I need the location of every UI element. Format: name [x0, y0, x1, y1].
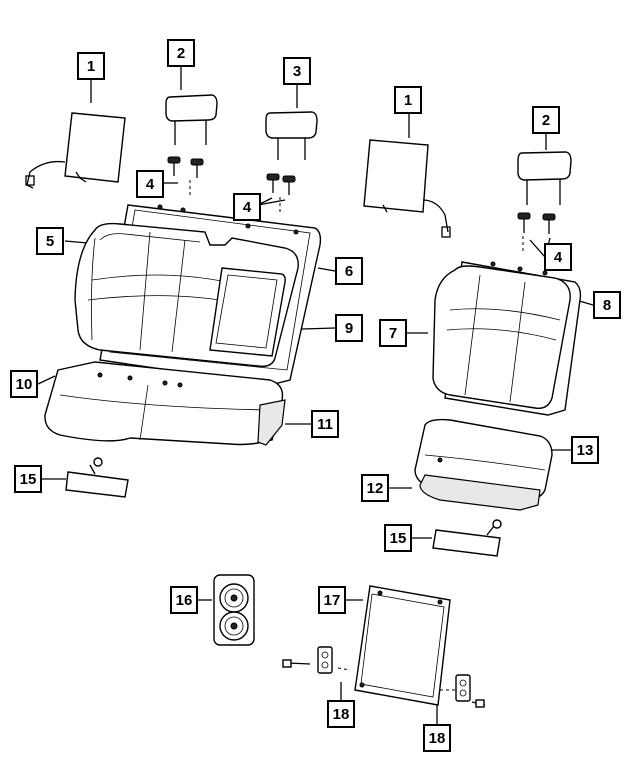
- callout-4-center: 4: [233, 193, 261, 221]
- callout-1-left: 1: [77, 52, 105, 80]
- callout-4-right: 4: [544, 243, 572, 271]
- part-10-11-seat-cushion-rear: [44, 361, 286, 446]
- callout-2-left: 2: [167, 39, 195, 67]
- callout-16: 16: [170, 586, 198, 614]
- callout-6: 6: [335, 257, 363, 285]
- part-2-headrest-right: [517, 151, 572, 205]
- part-12-13-seat-cushion-40: [414, 418, 553, 511]
- callout-13: 13: [571, 436, 599, 464]
- part-4-guide-sleeves-right: [517, 212, 556, 252]
- callout-2-right: 2: [532, 106, 560, 134]
- callout-12: 12: [361, 474, 389, 502]
- part-17-armrest-panel: [354, 585, 451, 706]
- part-7-seatback-cushion-40: [432, 265, 571, 409]
- callout-11: 11: [311, 410, 339, 438]
- part-15-heater-left: [65, 457, 129, 498]
- part-1-back-panel-right: [363, 139, 451, 238]
- callout-3: 3: [283, 57, 311, 85]
- callout-1-right: 1: [394, 86, 422, 114]
- callout-18-left: 18: [327, 700, 355, 728]
- part-3-headrest-center: [265, 111, 318, 160]
- callout-7: 7: [379, 319, 407, 347]
- callout-9: 9: [335, 314, 363, 342]
- part-2-headrest-left: [165, 94, 218, 145]
- part-1-back-panel-left: [25, 112, 126, 189]
- part-5-seatback-cushion-60: [74, 222, 299, 368]
- callout-4-left: 4: [136, 170, 164, 198]
- part-16-cup-holder: [213, 574, 255, 646]
- callout-15-right: 15: [384, 524, 412, 552]
- callout-5: 5: [36, 227, 64, 255]
- part-18-hinge-brackets: [282, 646, 486, 708]
- part-4-guide-sleeves-left: [167, 156, 296, 215]
- part-15-heater-right: [432, 519, 502, 557]
- callout-10: 10: [10, 370, 38, 398]
- callout-15-left: 15: [14, 465, 42, 493]
- callout-8: 8: [593, 291, 621, 319]
- callout-18-right: 18: [423, 724, 451, 752]
- callout-17: 17: [318, 586, 346, 614]
